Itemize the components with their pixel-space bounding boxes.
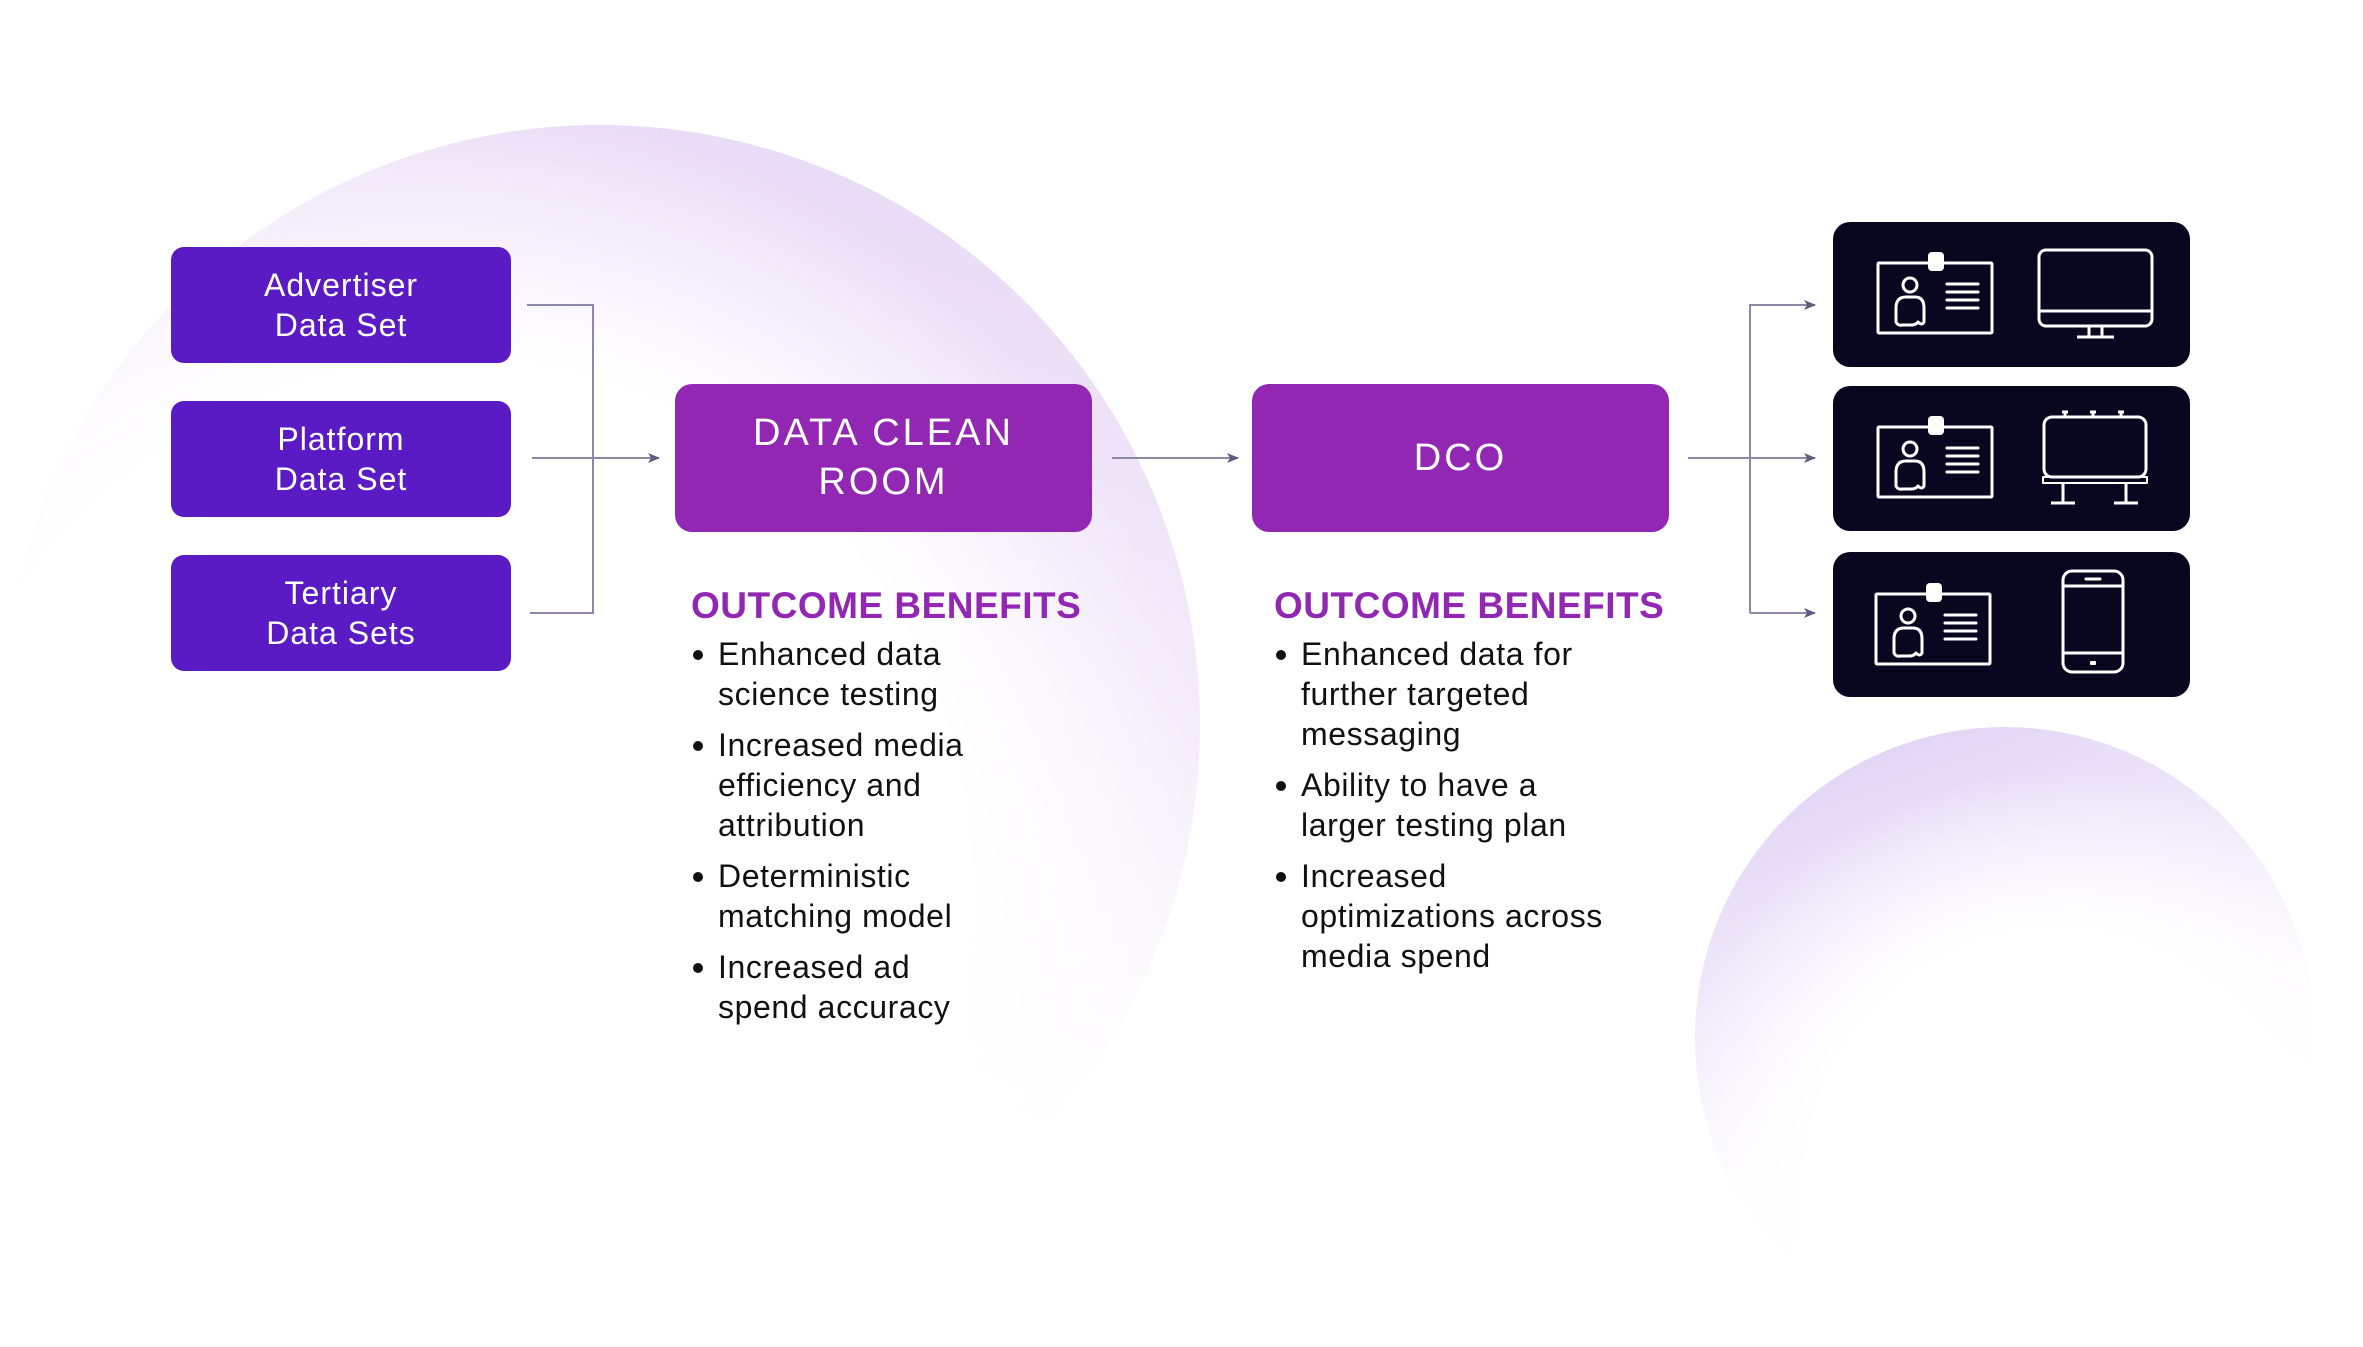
source-label-line: Platform xyxy=(277,421,405,457)
stage-box-data-clean-room[interactable]: DATA CLEAN ROOM xyxy=(675,384,1092,532)
bullet-icon xyxy=(1276,872,1286,882)
benefit-line: further targeted xyxy=(1301,676,1530,712)
source-label-line: Tertiary xyxy=(284,575,398,611)
output-box-mobile[interactable] xyxy=(1833,552,2190,697)
benefit-line: Increased media xyxy=(718,727,964,763)
source-box-advertiser[interactable]: Advertiser Data Set xyxy=(171,247,511,363)
bullet-icon xyxy=(1276,781,1286,791)
stage-label-line: DCO xyxy=(1413,436,1508,479)
bullet-icon xyxy=(1276,650,1286,660)
benefit-line: matching model xyxy=(718,898,953,934)
benefit-line: attribution xyxy=(718,807,866,843)
benefits-heading: OUTCOME BENEFITS xyxy=(691,585,1082,626)
benefit-item: Increased optimizations across media spend xyxy=(1274,856,1664,976)
source-box-tertiary[interactable]: Tertiary Data Sets xyxy=(171,555,511,671)
desktop-monitor-icon xyxy=(2037,248,2154,339)
benefit-line: media spend xyxy=(1301,938,1491,974)
connector-outputs-top xyxy=(1749,300,1816,613)
benefit-line: Ability to have a xyxy=(1301,767,1538,803)
output-box-billboard[interactable] xyxy=(1833,386,2190,531)
source-label-line: Data Sets xyxy=(266,615,416,651)
benefits-list: Enhanced data for further targeted messagi… xyxy=(1274,634,1664,976)
smartphone-icon xyxy=(2061,569,2125,674)
benefits-list: Enhanced data science testing Increased m… xyxy=(691,634,1081,1027)
benefits-dco: OUTCOME BENEFITS Enhanced data for furthe… xyxy=(1274,584,1664,987)
output-box-desktop[interactable] xyxy=(1833,222,2190,367)
billboard-icon xyxy=(2042,410,2148,505)
benefit-line: optimizations across xyxy=(1301,898,1603,934)
benefit-line: Enhanced data for xyxy=(1301,636,1573,672)
bullet-icon xyxy=(693,741,703,751)
benefit-line: Increased xyxy=(1301,858,1447,894)
benefits-heading: OUTCOME BENEFITS xyxy=(1274,585,1665,626)
benefit-item: Increased ad spend accuracy xyxy=(691,947,1081,1027)
stage-label-line: ROOM xyxy=(818,461,949,503)
source-label-line: Data Set xyxy=(274,307,408,343)
benefit-line: messaging xyxy=(1301,716,1462,752)
bullet-icon xyxy=(693,872,703,882)
benefit-item: Increased media efficiency and attribution xyxy=(691,725,1081,845)
source-label-line: Advertiser xyxy=(263,267,419,303)
bullet-icon xyxy=(693,650,703,660)
benefit-line: larger testing plan xyxy=(1301,807,1567,843)
id-card-icon xyxy=(1876,252,1994,335)
source-label-line: Data Set xyxy=(274,461,408,497)
benefit-line: spend accuracy xyxy=(718,989,951,1025)
connectors xyxy=(527,300,1816,618)
id-card-icon xyxy=(1876,416,1994,499)
benefit-item: Enhanced data for further targeted messagi… xyxy=(1274,634,1664,754)
benefit-line: Enhanced data xyxy=(718,636,942,672)
stage-label-line: DATA CLEAN xyxy=(753,412,1014,454)
benefit-line: Deterministic xyxy=(718,858,911,894)
benefits-data-clean-room: OUTCOME BENEFITS Enhanced data science te… xyxy=(691,584,1081,1038)
benefit-line: efficiency and xyxy=(718,767,922,803)
benefit-line: science testing xyxy=(718,676,939,712)
benefit-item: Deterministic matching model xyxy=(691,856,1081,936)
source-box-platform[interactable]: Platform Data Set xyxy=(171,401,511,517)
bullet-icon xyxy=(693,963,703,973)
id-card-icon xyxy=(1874,583,1992,666)
benefit-item: Ability to have a larger testing plan xyxy=(1274,765,1664,845)
benefit-line: Increased ad xyxy=(718,949,911,985)
benefit-item: Enhanced data science testing xyxy=(691,634,1081,714)
stage-box-dco[interactable]: DCO xyxy=(1252,384,1669,532)
